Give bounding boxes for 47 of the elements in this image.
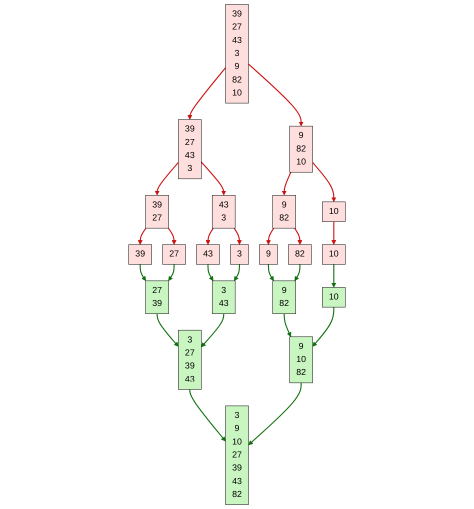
arrow: [234, 264, 240, 282]
arrow: [187, 67, 226, 120]
node-box: 82: [288, 244, 312, 265]
node-box: 9 82: [272, 194, 296, 228]
node-box: 27: [162, 244, 186, 265]
node-box: 9: [259, 244, 278, 265]
node-box: 39 27: [145, 194, 169, 228]
arrow: [168, 264, 175, 282]
arrow: [282, 172, 292, 196]
arrow: [266, 228, 274, 245]
arrow: [138, 228, 146, 245]
node-box: 3: [230, 244, 249, 265]
node-box: 43 3: [212, 194, 236, 228]
arrow: [201, 314, 224, 348]
node-box: 3 27 39 43: [178, 330, 202, 390]
arrow: [168, 228, 176, 245]
node-box: 27 39: [145, 280, 169, 314]
node-box: 10: [322, 287, 346, 308]
arrow: [248, 382, 302, 446]
node-box: 10: [322, 244, 346, 265]
node-box: 9 82: [272, 280, 296, 314]
node-box: 9 10 82: [289, 336, 313, 384]
arrow: [294, 264, 300, 282]
node-box: 39 27 43 3 9 82 10: [225, 4, 249, 104]
node-box: 43: [196, 244, 220, 265]
arrow: [312, 162, 336, 202]
arrow: [154, 162, 179, 196]
arrow: [331, 222, 336, 245]
arrow: [156, 314, 179, 347]
arrow: [312, 307, 334, 347]
node-box: 10: [322, 202, 346, 222]
arrow: [331, 264, 336, 288]
arrow: [200, 162, 226, 196]
node-box: 39 27 43 3: [178, 119, 202, 180]
arrow: [140, 264, 146, 282]
node-box: 3 43: [212, 280, 236, 314]
node-box: 9 82 10: [289, 126, 313, 172]
node-box: 39: [128, 244, 152, 265]
arrow: [206, 228, 214, 245]
arrow: [268, 264, 274, 282]
arrow: [189, 389, 226, 442]
arrow: [207, 264, 214, 282]
arrow: [284, 314, 292, 337]
node-box: 3 9 10 27 39 43 82: [225, 406, 249, 505]
arrow: [248, 64, 304, 126]
arrow: [234, 228, 242, 245]
arrow: [294, 228, 302, 245]
